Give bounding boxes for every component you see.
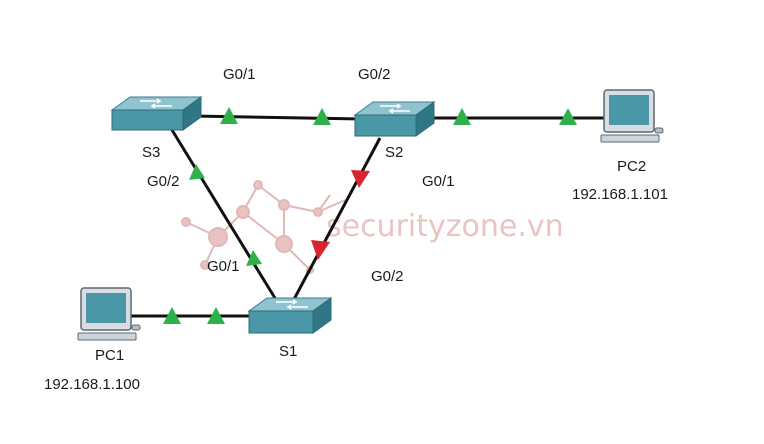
s3-label: S3 xyxy=(142,144,160,161)
status-blocking-icon xyxy=(311,240,330,260)
pc1-label: PC1 xyxy=(95,347,124,364)
port-label-s1-g01: G0/1 xyxy=(207,258,240,275)
port-status-indicators xyxy=(163,107,577,324)
status-blocking-icon xyxy=(351,170,370,188)
pc1-ip-address: 192.168.1.100 xyxy=(44,376,140,393)
status-forwarding-icon xyxy=(163,307,181,324)
port-label-s1-g02: G0/2 xyxy=(371,268,404,285)
port-label-s3-g02: G0/2 xyxy=(147,173,180,190)
link-s3-s2 xyxy=(192,114,363,121)
port-label-s2-g01: G0/1 xyxy=(422,173,455,190)
pc2-label: PC2 xyxy=(617,158,646,175)
switch-s1[interactable] xyxy=(247,297,333,334)
link-s3-s1 xyxy=(170,129,280,304)
s1-label: S1 xyxy=(279,343,297,360)
status-forwarding-icon xyxy=(246,250,262,266)
watermark-text: securityzone.vn xyxy=(326,209,564,244)
link-s2-s1 xyxy=(290,137,382,304)
pc2-computer-icon[interactable] xyxy=(600,89,664,143)
status-forwarding-icon xyxy=(453,108,471,125)
switch-s3[interactable] xyxy=(110,96,203,131)
status-forwarding-icon xyxy=(559,108,577,125)
status-forwarding-icon xyxy=(220,107,238,124)
watermark-logo xyxy=(181,180,346,274)
port-label-s2-g02: G0/2 xyxy=(358,66,391,83)
status-forwarding-icon xyxy=(189,164,205,180)
pc2-ip-address: 192.168.1.101 xyxy=(572,186,668,203)
status-forwarding-icon xyxy=(313,108,331,125)
port-label-s3-g01: G0/1 xyxy=(223,66,256,83)
pc1-computer-icon[interactable] xyxy=(77,287,141,341)
s2-label: S2 xyxy=(385,144,403,161)
status-forwarding-icon xyxy=(207,307,225,324)
switch-s2[interactable] xyxy=(353,101,436,137)
